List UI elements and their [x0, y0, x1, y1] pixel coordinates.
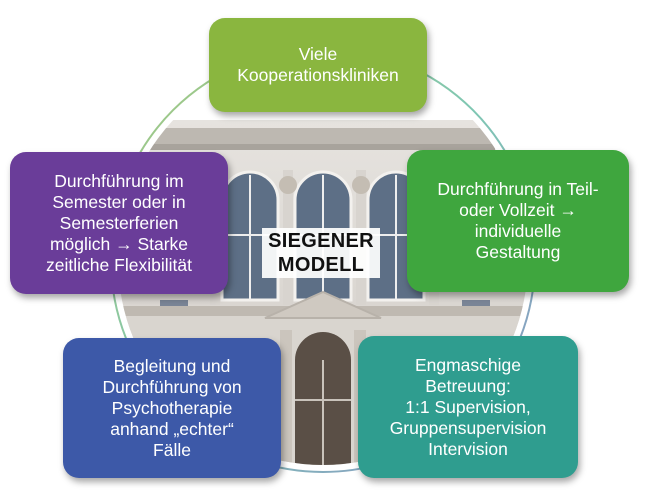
- box-teil-oder-vollzeit: Durchführung in Teil- oder Vollzeit → in…: [407, 150, 629, 292]
- box-kooperationskliniken-text: Viele Kooperationskliniken: [237, 44, 399, 85]
- box-engmaschige-betreuung: Engmaschige Betreuung: 1:1 Supervision, …: [358, 336, 578, 478]
- center-label-line1: SIEGENER: [268, 230, 374, 252]
- box-echte-faelle: Begleitung und Durchführung von Psychoth…: [63, 338, 281, 478]
- box-kooperationskliniken: Viele Kooperationskliniken: [209, 18, 427, 112]
- box-zeitliche-flexibilitaet: Durchführung im Semester oder in Semeste…: [10, 152, 228, 294]
- box-echte-faelle-text: Begleitung und Durchführung von Psychoth…: [102, 355, 242, 460]
- box-teil-oder-vollzeit-text: Durchführung in Teil- oder Vollzeit → in…: [437, 179, 599, 262]
- center-label: SIEGENER MODELL: [262, 228, 380, 278]
- box-zeitliche-flexibilitaet-text: Durchführung im Semester oder in Semeste…: [46, 170, 192, 275]
- box-engmaschige-betreuung-text: Engmaschige Betreuung: 1:1 Supervision, …: [389, 354, 547, 459]
- center-label-line2: MODELL: [277, 254, 365, 276]
